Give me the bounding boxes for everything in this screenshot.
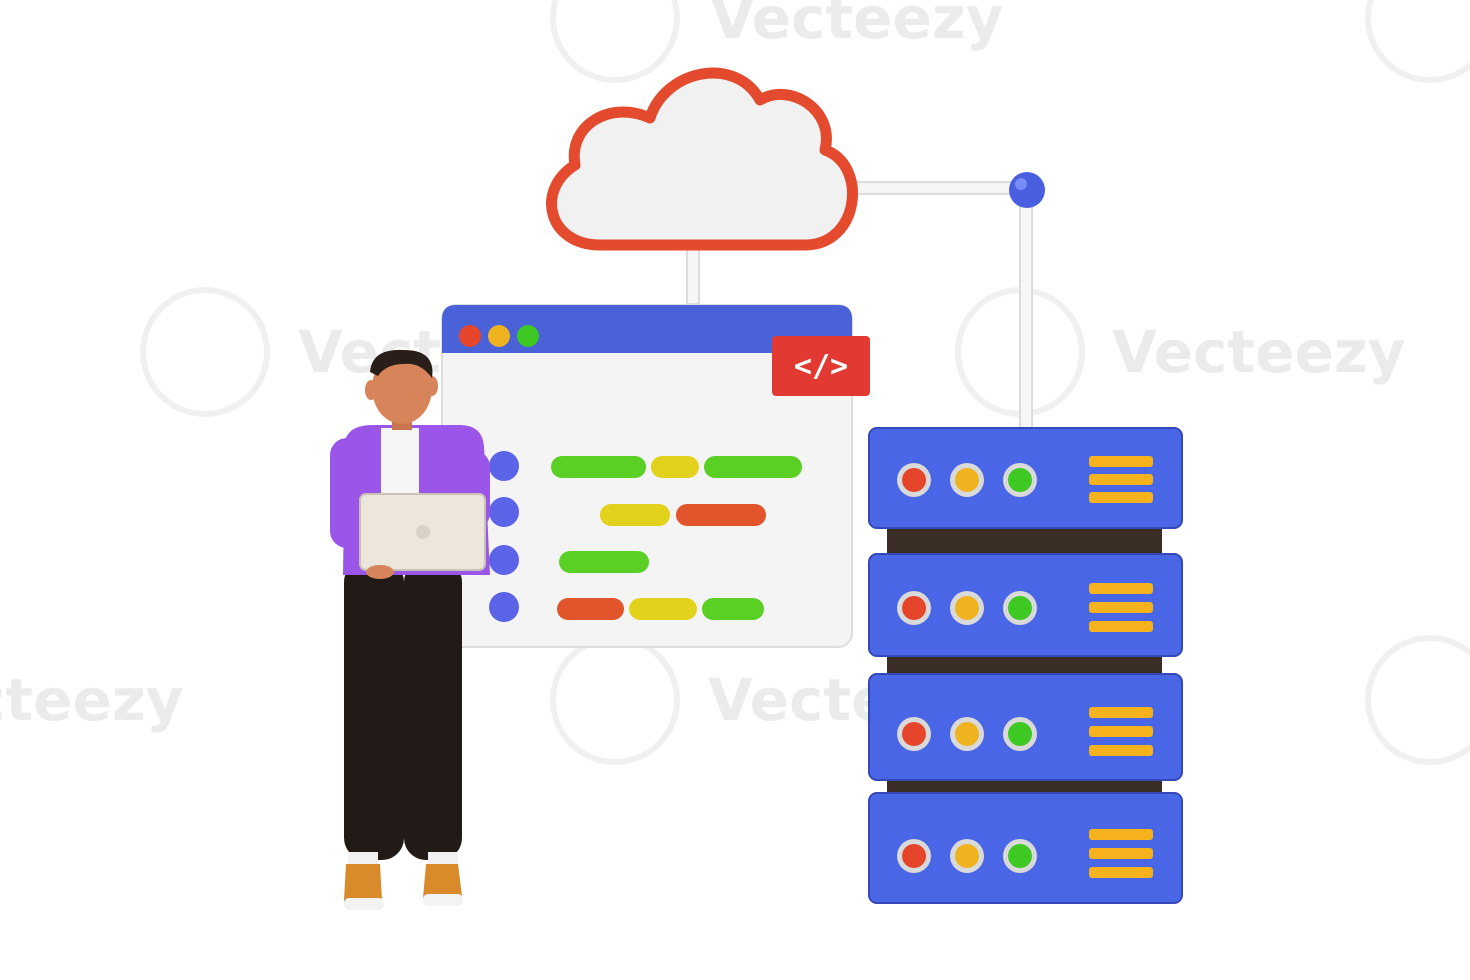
- watermark-text: Vecteezy: [1112, 318, 1405, 386]
- window-maximize-dot-icon: [517, 325, 539, 347]
- watermark-text: Vecteezy: [0, 666, 183, 734]
- person-right-leg: [404, 560, 462, 860]
- person-face: [372, 352, 432, 424]
- led-yellow-icon: [955, 722, 979, 746]
- code-line-segment: [651, 456, 699, 478]
- code-line-segment: [676, 504, 766, 526]
- window-title-bar: [442, 305, 852, 353]
- code-line-segment: [557, 598, 624, 620]
- bullet-icon: [489, 592, 519, 622]
- led-yellow-icon: [955, 596, 979, 620]
- led-red-icon: [902, 468, 926, 492]
- led-red-icon: [902, 844, 926, 868]
- shoe-icon: [423, 864, 463, 906]
- bullet-icon: [489, 451, 519, 481]
- server-unit: [868, 427, 1183, 529]
- person-left-leg: [344, 560, 404, 860]
- watermark-text: Vecteezy: [710, 0, 1003, 52]
- led-yellow-icon: [955, 468, 979, 492]
- bullet-icon: [489, 497, 519, 527]
- server-rack: [868, 427, 1183, 904]
- shoe-icon: [344, 864, 384, 910]
- led-green-icon: [1008, 596, 1032, 620]
- led-red-icon: [902, 596, 926, 620]
- vent-icon: [1089, 707, 1153, 756]
- connector-node-icon: [1009, 172, 1045, 208]
- bullet-icon: [489, 545, 519, 575]
- person-hair: [370, 349, 433, 378]
- led-yellow-icon: [955, 844, 979, 868]
- vent-icon: [1089, 583, 1153, 632]
- code-line-segment: [629, 598, 697, 620]
- led-green-icon: [1008, 722, 1032, 746]
- server-unit: [868, 553, 1183, 657]
- vent-icon: [1089, 829, 1153, 878]
- code-line-segment: [551, 456, 646, 478]
- code-line-segment: [600, 504, 670, 526]
- code-window: </>: [441, 304, 870, 648]
- code-tag-badge: </>: [772, 336, 870, 396]
- led-red-icon: [902, 722, 926, 746]
- code-tag-label: </>: [794, 349, 848, 384]
- code-line-segment: [559, 551, 649, 573]
- window-close-dot-icon: [459, 325, 481, 347]
- cloud-icon: [546, 67, 858, 251]
- person-figure: [330, 349, 490, 910]
- led-green-icon: [1008, 468, 1032, 492]
- vent-icon: [1089, 456, 1153, 503]
- person-undershirt: [381, 428, 419, 498]
- server-unit: [868, 673, 1183, 781]
- code-line-segment: [702, 598, 764, 620]
- led-green-icon: [1008, 844, 1032, 868]
- code-line-segment: [704, 456, 802, 478]
- server-unit: [868, 792, 1183, 904]
- person-left-arm: [330, 438, 364, 548]
- laptop-icon: [359, 493, 486, 571]
- window-minimize-dot-icon: [488, 325, 510, 347]
